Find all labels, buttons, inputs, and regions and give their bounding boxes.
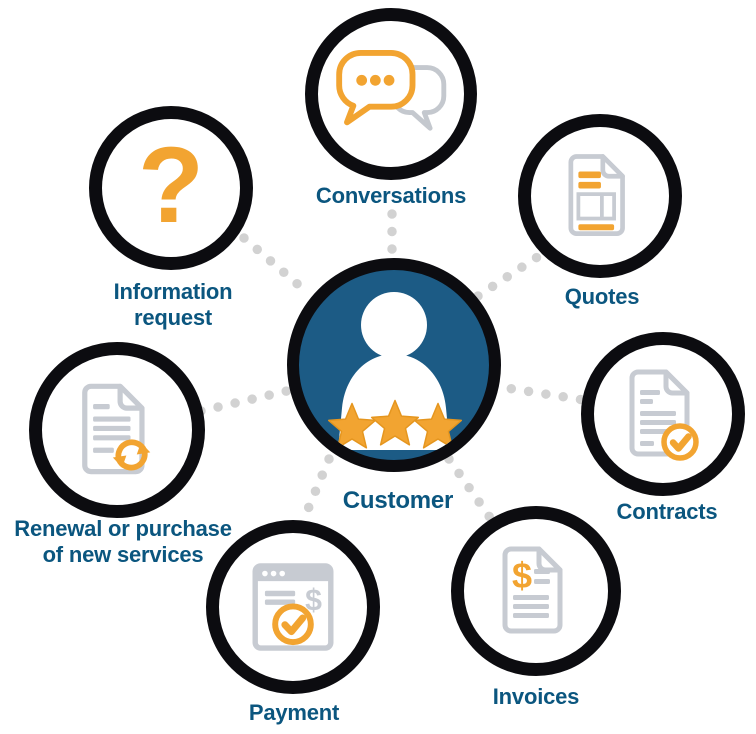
node-label-payment: Payment (248, 700, 340, 725)
node-conversations (305, 8, 477, 180)
node-label-quotes: Quotes (564, 284, 640, 309)
connector-payment (298, 454, 334, 526)
dollar-glyph: $ (305, 584, 322, 617)
check-badge-icon (661, 423, 699, 461)
question-mark-icon: ? (138, 128, 204, 245)
check-badge-icon (272, 603, 314, 646)
connector-contracts (489, 381, 589, 405)
node-label-invoices: Invoices (492, 684, 580, 709)
refresh-icon (113, 439, 151, 467)
node-label-information-request: Information request (113, 279, 233, 330)
node-invoices: $ (451, 506, 621, 676)
node-label-contracts: Contracts (616, 499, 718, 524)
connector-renewal (196, 385, 296, 416)
node-label-renewal: Renewal or purchase of new services (14, 516, 232, 567)
node-customer (287, 258, 501, 472)
node-quotes (518, 114, 682, 278)
document-quote-icon (568, 154, 625, 236)
connector-information (239, 233, 314, 299)
payment-window-check-icon: $ (252, 563, 334, 651)
document-refresh-icon (82, 383, 151, 475)
document-check-icon (629, 369, 699, 461)
node-information-request: ? (89, 106, 253, 270)
dollar-glyph: $ (512, 555, 532, 596)
question-glyph: ? (138, 128, 204, 245)
speech-bubbles-icon (336, 50, 447, 131)
node-contracts (581, 332, 745, 496)
node-label-customer: Customer (342, 487, 454, 514)
node-renewal (29, 342, 205, 518)
connector-invoices (444, 454, 496, 524)
node-label-conversations: Conversations (315, 183, 467, 208)
person-icon (327, 292, 463, 450)
document-dollar-icon: $ (502, 546, 563, 634)
connector-quotes (473, 247, 550, 301)
